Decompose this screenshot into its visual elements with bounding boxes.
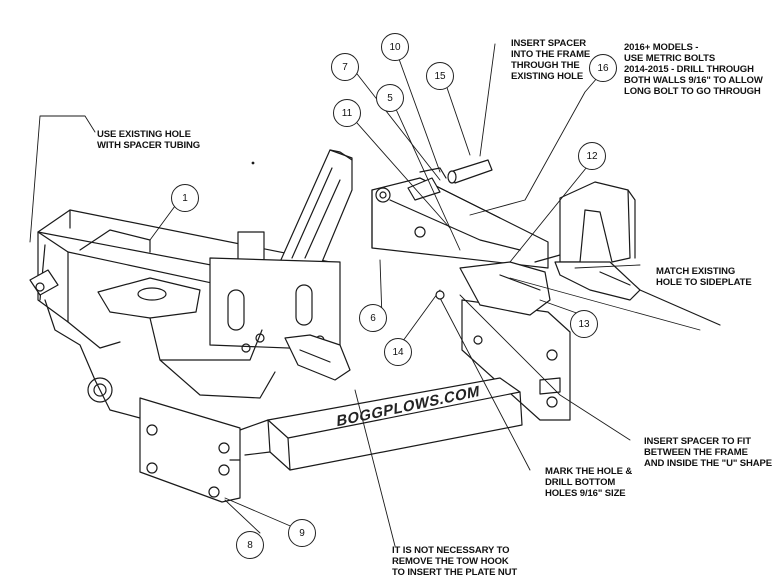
- right-mounting-plate: [461, 299, 571, 421]
- callout-13: 13: [570, 310, 598, 338]
- note-match-existing-hole: MATCH EXISTING HOLE TO SIDEPLATE: [656, 266, 752, 288]
- left-tow-hook: [97, 277, 351, 399]
- note-line: USE METRIC BOLTS: [624, 53, 716, 64]
- note-insert-spacer-frame: INSERT SPACER INTO THE FRAME THROUGH THE…: [511, 38, 590, 82]
- note-line: USE EXISTING HOLE: [97, 129, 191, 140]
- note-line: MATCH EXISTING: [656, 266, 736, 277]
- note-line: DRILL BOTTOM: [545, 477, 616, 488]
- callout-16: 16: [589, 54, 617, 82]
- note-line: INTO THE FRAME: [511, 49, 591, 60]
- note-use-existing-hole: USE EXISTING HOLE WITH SPACER TUBING: [97, 129, 200, 151]
- callout-14: 14: [384, 338, 412, 366]
- left-mounting-plate: [209, 257, 341, 353]
- right-u-bracket: [554, 181, 721, 326]
- note-line: IT IS NOT NECESSARY TO: [392, 545, 510, 556]
- long-bolt: [509, 277, 701, 331]
- note-tow-hook: IT IS NOT NECESSARY TO REMOVE THE TOW HO…: [392, 545, 517, 578]
- note-line: HOLES 9/16" SIZE: [545, 488, 626, 499]
- callout-8: 8: [236, 531, 264, 559]
- callout-9: 9: [288, 519, 316, 547]
- note-line: MARK THE HOLE &: [545, 466, 633, 477]
- note-line: LONG BOLT TO GO THROUGH: [624, 86, 761, 97]
- note-line: BOTH WALLS 9/16" TO ALLOW: [624, 75, 763, 86]
- callout-11: 11: [333, 99, 361, 127]
- callout-5: 5: [376, 84, 404, 112]
- right-frame-rail: [371, 177, 549, 269]
- callout-7: 7: [331, 53, 359, 81]
- note-mark-hole-drill: MARK THE HOLE & DRILL BOTTOM HOLES 9/16"…: [545, 466, 632, 499]
- note-metric-bolts: 2016+ MODELS - USE METRIC BOLTS 2014-201…: [624, 42, 763, 97]
- note-line: 2016+ MODELS -: [624, 42, 699, 53]
- note-line: 2014-2015 - DRILL THROUGH: [624, 64, 754, 75]
- callout-15: 15: [426, 62, 454, 90]
- note-insert-spacer-fit: INSERT SPACER TO FIT BETWEEN THE FRAME A…: [644, 436, 772, 469]
- callout-12: 12: [578, 142, 606, 170]
- lower-crossbar: [239, 377, 523, 471]
- note-line: REMOVE THE TOW HOOK: [392, 556, 509, 567]
- note-line: WITH SPACER TUBING: [97, 140, 201, 151]
- note-line: THROUGH THE: [511, 60, 580, 71]
- note-line: INSERT SPACER: [511, 38, 587, 49]
- spacers-bolts: [407, 159, 493, 201]
- note-line: INSERT SPACER TO FIT: [644, 436, 751, 447]
- callout-6: 6: [359, 304, 387, 332]
- note-line: AND INSIDE THE "U" SHAPE: [644, 458, 773, 469]
- note-line: EXISTING HOLE: [511, 71, 584, 82]
- note-line: HOLE TO SIDEPLATE: [656, 277, 752, 288]
- callout-10: 10: [381, 33, 409, 61]
- note-line: BETWEEN THE FRAME: [644, 447, 748, 458]
- note-line: TO INSERT THE PLATE NUT: [392, 567, 518, 578]
- callout-1: 1: [171, 184, 199, 212]
- left-bottom-plate: [139, 397, 241, 503]
- left-bracket-tower: [237, 149, 353, 267]
